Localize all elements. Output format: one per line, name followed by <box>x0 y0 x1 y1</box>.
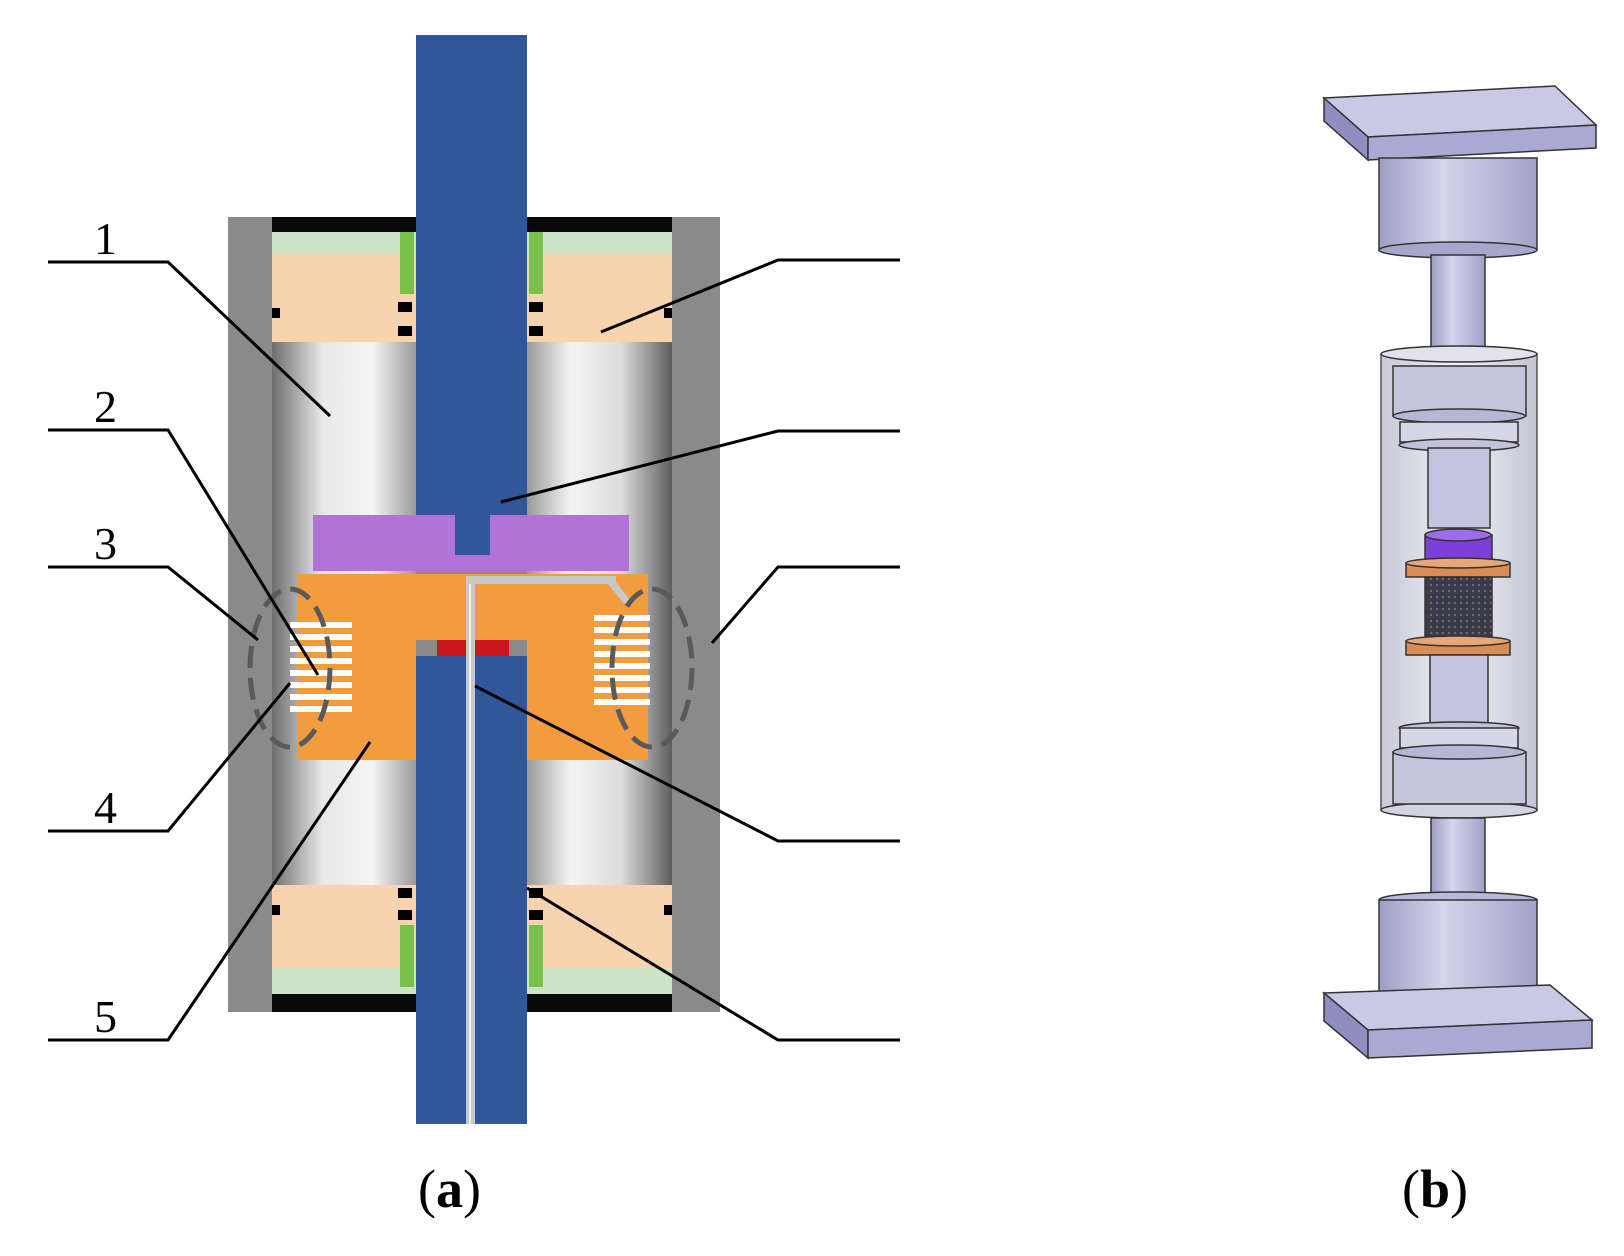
caption-b-letter: b <box>1420 1159 1450 1219</box>
top-right-bearing <box>527 232 672 342</box>
inner-top-plate <box>1392 365 1527 417</box>
label-3: 3 <box>94 518 117 569</box>
bottom-right-bearing <box>527 885 672 994</box>
panel-a-cross-section: 1 2 3 4 5 (a) <box>48 35 900 1219</box>
bottom-left-bearing <box>272 885 416 994</box>
top-plate-side <box>1367 124 1597 161</box>
inner-upper-rod <box>1427 447 1491 529</box>
thin-rod <box>466 576 630 1124</box>
bottom-cylinder <box>1378 899 1538 999</box>
left-leader-lines <box>48 260 372 1042</box>
purple-cap <box>313 515 629 571</box>
bottom-plate-side <box>1367 1019 1593 1059</box>
top-cylinder <box>1378 157 1538 251</box>
upper-shaft <box>416 35 527 515</box>
inner-lower-rod <box>1429 654 1489 724</box>
caption-a: (a) <box>418 1159 481 1219</box>
label-5: 5 <box>94 991 117 1042</box>
label-4: 4 <box>94 782 117 833</box>
caption-a-close: ) <box>463 1159 481 1219</box>
panel-b-3d-model <box>1322 85 1598 1060</box>
label-1: 1 <box>94 213 117 264</box>
left-dashed-ellipse <box>247 586 333 750</box>
upper-shaft-tip <box>455 505 490 555</box>
caption-b-close: ) <box>1450 1159 1468 1219</box>
top-rod <box>1430 254 1486 356</box>
right-dashed-ellipse <box>609 586 695 750</box>
orange-mass <box>297 574 648 760</box>
inner-bottom-plate <box>1392 751 1527 805</box>
caption-a-open: ( <box>418 1159 436 1219</box>
caption-b: (b) <box>1402 1159 1468 1219</box>
top-left-bearing <box>272 232 416 342</box>
mesh-mass <box>1424 576 1493 642</box>
label-2: 2 <box>94 381 117 432</box>
right-leader-lines <box>474 258 900 1042</box>
caption-a-letter: a <box>436 1159 463 1219</box>
caption-b-open: ( <box>1402 1159 1420 1219</box>
